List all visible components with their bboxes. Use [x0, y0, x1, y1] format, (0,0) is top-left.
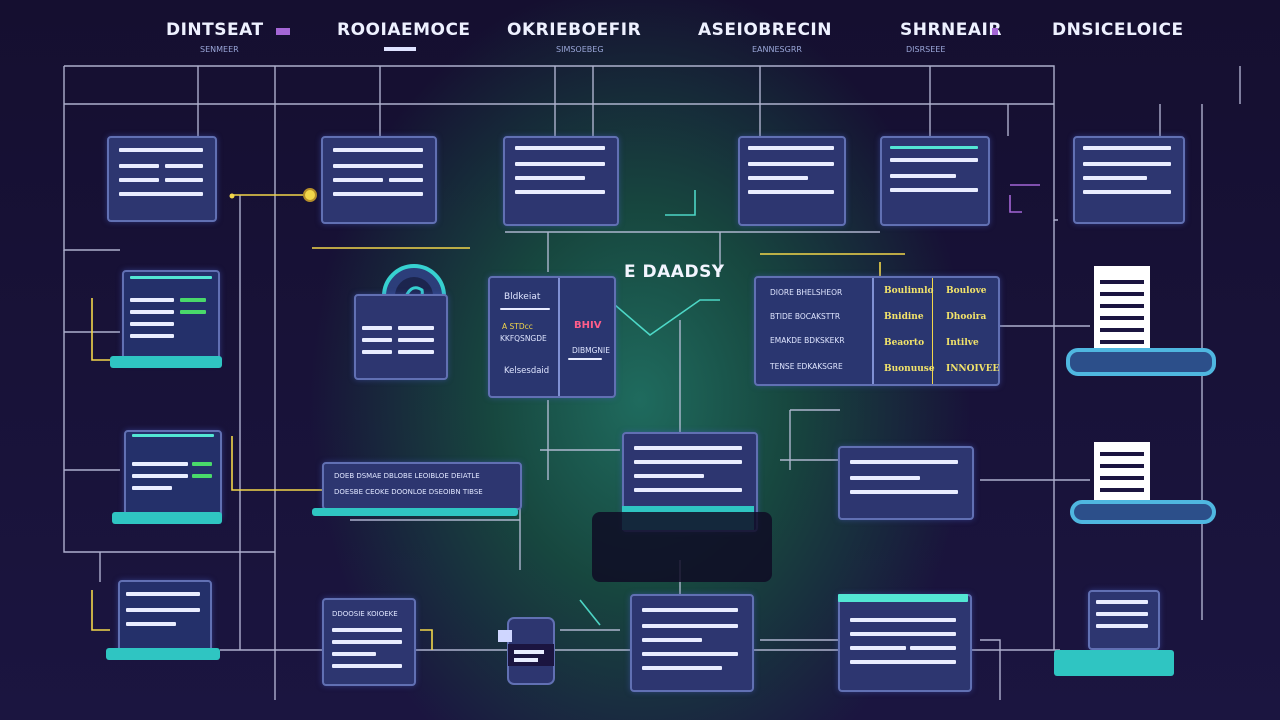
- text-card[interactable]: DOEB DSMAE DBLOBE LEOIBLOE DEIATLE DOESB…: [322, 462, 522, 510]
- panel-footer: Kelsesdaid: [504, 366, 550, 376]
- laptop-base: [112, 512, 222, 524]
- laptop-screen[interactable]: [122, 270, 220, 364]
- laptop-base: [106, 648, 220, 660]
- header-col-1-sub: SENMEER: [200, 45, 239, 54]
- document-card[interactable]: [1073, 136, 1185, 224]
- document-stack[interactable]: [1094, 442, 1150, 508]
- document-card[interactable]: DDOOSIE KOIOEKE: [322, 598, 416, 686]
- header-col-4: ASEIOBRECIN: [698, 20, 832, 40]
- table-cell: INNOIVEE: [946, 364, 1000, 374]
- top-frame-line: [64, 65, 1058, 221]
- header-col-1-marker: [276, 28, 290, 35]
- header-col-2-underline: [384, 47, 416, 51]
- data-table-panel[interactable]: DIORE BHELSHEOR BTIDE BOCAKSTTR EMAKDE B…: [754, 276, 1000, 386]
- shadow-silhouette: [592, 512, 772, 582]
- cyan-wire: [665, 190, 696, 216]
- table-row-label: BTIDE BOCAKSTTR: [770, 312, 841, 321]
- document-card[interactable]: [1088, 590, 1160, 650]
- table-cell: Beaorto: [884, 338, 925, 348]
- header-col-5-marker: [992, 28, 998, 35]
- panel-line-2: KKFQSNGDE: [500, 334, 547, 343]
- header-col-5: SHRNEAIR: [900, 20, 1002, 40]
- table-cell: Boulove: [946, 286, 987, 296]
- table-cell: Boulinnlo: [884, 286, 934, 296]
- text-card-row: DOESBE CEOKE DOONLOE DSEOIBN TIBSE: [334, 488, 483, 496]
- table-cell: Buonuuse: [884, 364, 935, 374]
- table-row-label: TENSE EDKAKSGRE: [770, 362, 843, 371]
- document-card[interactable]: [880, 136, 990, 226]
- document-card[interactable]: [630, 594, 754, 692]
- header-col-2: ROOIAEMOCE: [337, 20, 471, 40]
- stand-ring: [1070, 500, 1216, 524]
- panel-heading: Bldkeiat: [504, 292, 541, 302]
- laptop-screen[interactable]: [124, 430, 222, 520]
- document-card[interactable]: [107, 136, 217, 222]
- briefcase-icon[interactable]: [494, 614, 566, 688]
- header-col-6: DNSICELOICE: [1052, 20, 1184, 40]
- info-panel[interactable]: Bldkeiat A STDcc KKFQSNGDE Kelsesdaid BH…: [488, 276, 616, 398]
- stand-base: [1054, 650, 1174, 676]
- document-card[interactable]: [838, 594, 972, 692]
- panel-sub: DIBMGNIE: [572, 346, 610, 355]
- stand-ring: [1066, 348, 1216, 376]
- document-card[interactable]: [503, 136, 619, 226]
- table-cell: Bnidine: [884, 312, 924, 322]
- text-card-base: [312, 508, 518, 516]
- report-screen[interactable]: [354, 294, 448, 380]
- panel-badge: BHIV: [574, 320, 602, 331]
- header-col-4-sub: EANNESGRR: [752, 45, 802, 54]
- yellow-node: [303, 188, 317, 202]
- header-col-5-sub: DISRSEEE: [906, 45, 946, 54]
- doc-card-title: DDOOSIE KOIOEKE: [332, 610, 398, 618]
- table-cell: Dhooira: [946, 312, 987, 322]
- laptop-screen[interactable]: [118, 580, 212, 654]
- document-card[interactable]: [738, 136, 846, 226]
- table-row-label: DIORE BHELSHEOR: [770, 288, 843, 297]
- document-card[interactable]: [321, 136, 437, 224]
- table-cell: Intilve: [946, 338, 979, 348]
- document-stack[interactable]: [1094, 266, 1150, 354]
- laptop-base: [110, 356, 222, 368]
- table-row-label: EMAKDE BDKSKEKR: [770, 336, 845, 345]
- center-title: E DAADSY: [624, 262, 725, 282]
- header-col-3: OKRIEBOEFIR: [507, 20, 642, 40]
- document-card[interactable]: [838, 446, 974, 520]
- panel-line-1: A STDcc: [502, 322, 533, 331]
- text-card-row: DOEB DSMAE DBLOBE LEOIBLOE DEIATLE: [334, 472, 480, 480]
- header-col-1: DINTSEAT: [166, 20, 264, 40]
- header-col-3-sub: SIMSOEBEG: [556, 45, 604, 54]
